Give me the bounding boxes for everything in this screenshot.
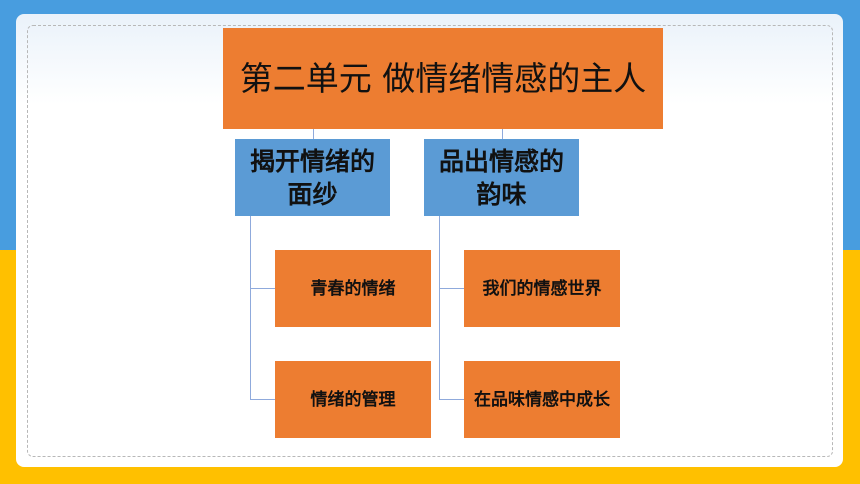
leaf-node-2-2: 在品味情感中成长 bbox=[464, 361, 620, 438]
root-node: 第二单元 做情绪情感的主人 bbox=[223, 28, 663, 129]
root-node-label: 第二单元 做情绪情感的主人 bbox=[239, 58, 647, 98]
connector-branch-1-trunk bbox=[250, 216, 251, 400]
connector-branch-2-leaf-1 bbox=[439, 288, 464, 289]
connector-branch-1-leaf-1 bbox=[250, 288, 275, 289]
connector-branch-1-leaf-2 bbox=[250, 399, 275, 400]
connector-branch-2-leaf-2 bbox=[439, 399, 464, 400]
connector-branch-2-trunk bbox=[439, 216, 440, 400]
branch-node-2: 品出情感的韵味 bbox=[424, 139, 579, 216]
leaf-node-label: 我们的情感世界 bbox=[482, 278, 602, 299]
connector-root-to-branch-1 bbox=[313, 129, 314, 139]
leaf-node-2-1: 我们的情感世界 bbox=[464, 250, 620, 327]
leaf-node-label: 在品味情感中成长 bbox=[474, 389, 610, 410]
leaf-node-1-1: 青春的情绪 bbox=[275, 250, 431, 327]
content-frame bbox=[27, 25, 833, 457]
connector-root-to-branch-2 bbox=[502, 129, 503, 139]
branch-node-label: 揭开情绪的面纱 bbox=[249, 146, 375, 209]
leaf-node-label: 青春的情绪 bbox=[310, 278, 396, 299]
branch-node-label: 品出情感的韵味 bbox=[438, 146, 564, 209]
branch-node-1: 揭开情绪的面纱 bbox=[235, 139, 390, 216]
leaf-node-label: 情绪的管理 bbox=[310, 389, 396, 410]
leaf-node-1-2: 情绪的管理 bbox=[275, 361, 431, 438]
